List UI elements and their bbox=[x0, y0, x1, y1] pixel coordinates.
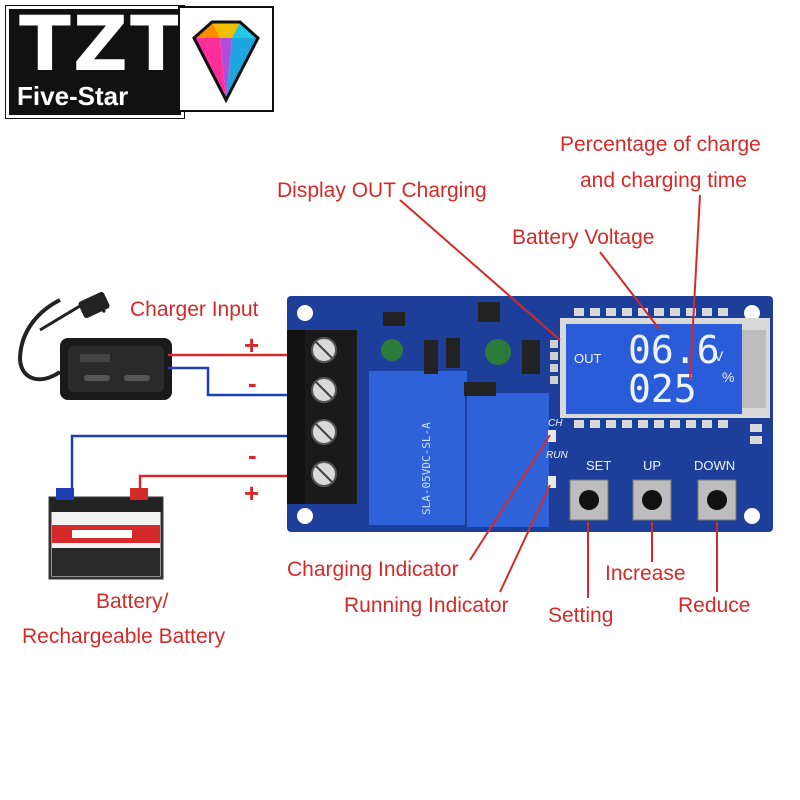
logo-title: TZT bbox=[19, 0, 184, 88]
set-mark: SET bbox=[586, 458, 611, 473]
label-increase: Increase bbox=[605, 562, 686, 585]
pcb-board: SLA-05VDC-SL-A OUT 06.6 V 025 % bbox=[287, 296, 773, 532]
terminal-plus-bottom: + bbox=[244, 478, 260, 508]
label-charging-indicator: Charging Indicator bbox=[287, 558, 459, 581]
label-battery-line1: Battery/ bbox=[96, 590, 169, 613]
logo-tagline: Five-Star bbox=[17, 81, 129, 111]
logo-box: TZT Five-Star bbox=[6, 0, 184, 118]
up-mark: UP bbox=[643, 458, 661, 473]
label-charger-input: Charger Input bbox=[130, 298, 259, 321]
charger-adapter bbox=[17, 291, 172, 400]
annotation-leaders bbox=[399, 194, 718, 598]
label-running-indicator: Running Indicator bbox=[344, 594, 509, 617]
terminal-plus-top: + bbox=[244, 330, 260, 360]
label-percentage-line1: Percentage of charge bbox=[560, 133, 761, 156]
battery bbox=[48, 488, 164, 580]
charging-led bbox=[548, 430, 556, 442]
brand-logo: TZT Five-Star bbox=[6, 0, 274, 118]
label-percentage-line2: and charging time bbox=[580, 169, 747, 192]
down-button[interactable] bbox=[697, 479, 737, 521]
label-battery-line2: Rechargeable Battery bbox=[22, 625, 226, 648]
label-setting: Setting bbox=[548, 604, 614, 627]
lcd-out: OUT bbox=[574, 351, 602, 366]
running-led bbox=[548, 476, 556, 488]
diamond-icon bbox=[178, 6, 274, 112]
up-button[interactable] bbox=[632, 479, 672, 521]
lcd-voltage-unit: V bbox=[714, 348, 724, 364]
run-mark: RUN bbox=[546, 450, 568, 461]
lcd-percent-unit: % bbox=[722, 369, 734, 385]
down-mark: DOWN bbox=[694, 458, 735, 473]
lcd-screen bbox=[566, 324, 742, 414]
label-display-out: Display OUT Charging bbox=[277, 179, 487, 202]
label-battery-voltage: Battery Voltage bbox=[512, 226, 655, 249]
lcd-percent: 025 bbox=[628, 367, 697, 411]
set-button[interactable] bbox=[569, 479, 609, 521]
terminal-minus-bottom: - bbox=[248, 440, 257, 470]
relay-marking: SLA-05VDC-SL-A bbox=[420, 422, 433, 515]
terminal-minus-top: - bbox=[248, 368, 257, 398]
lcd-voltage: 06.6 bbox=[628, 328, 720, 372]
label-reduce: Reduce bbox=[678, 594, 751, 617]
ch-mark: CH bbox=[548, 418, 563, 429]
